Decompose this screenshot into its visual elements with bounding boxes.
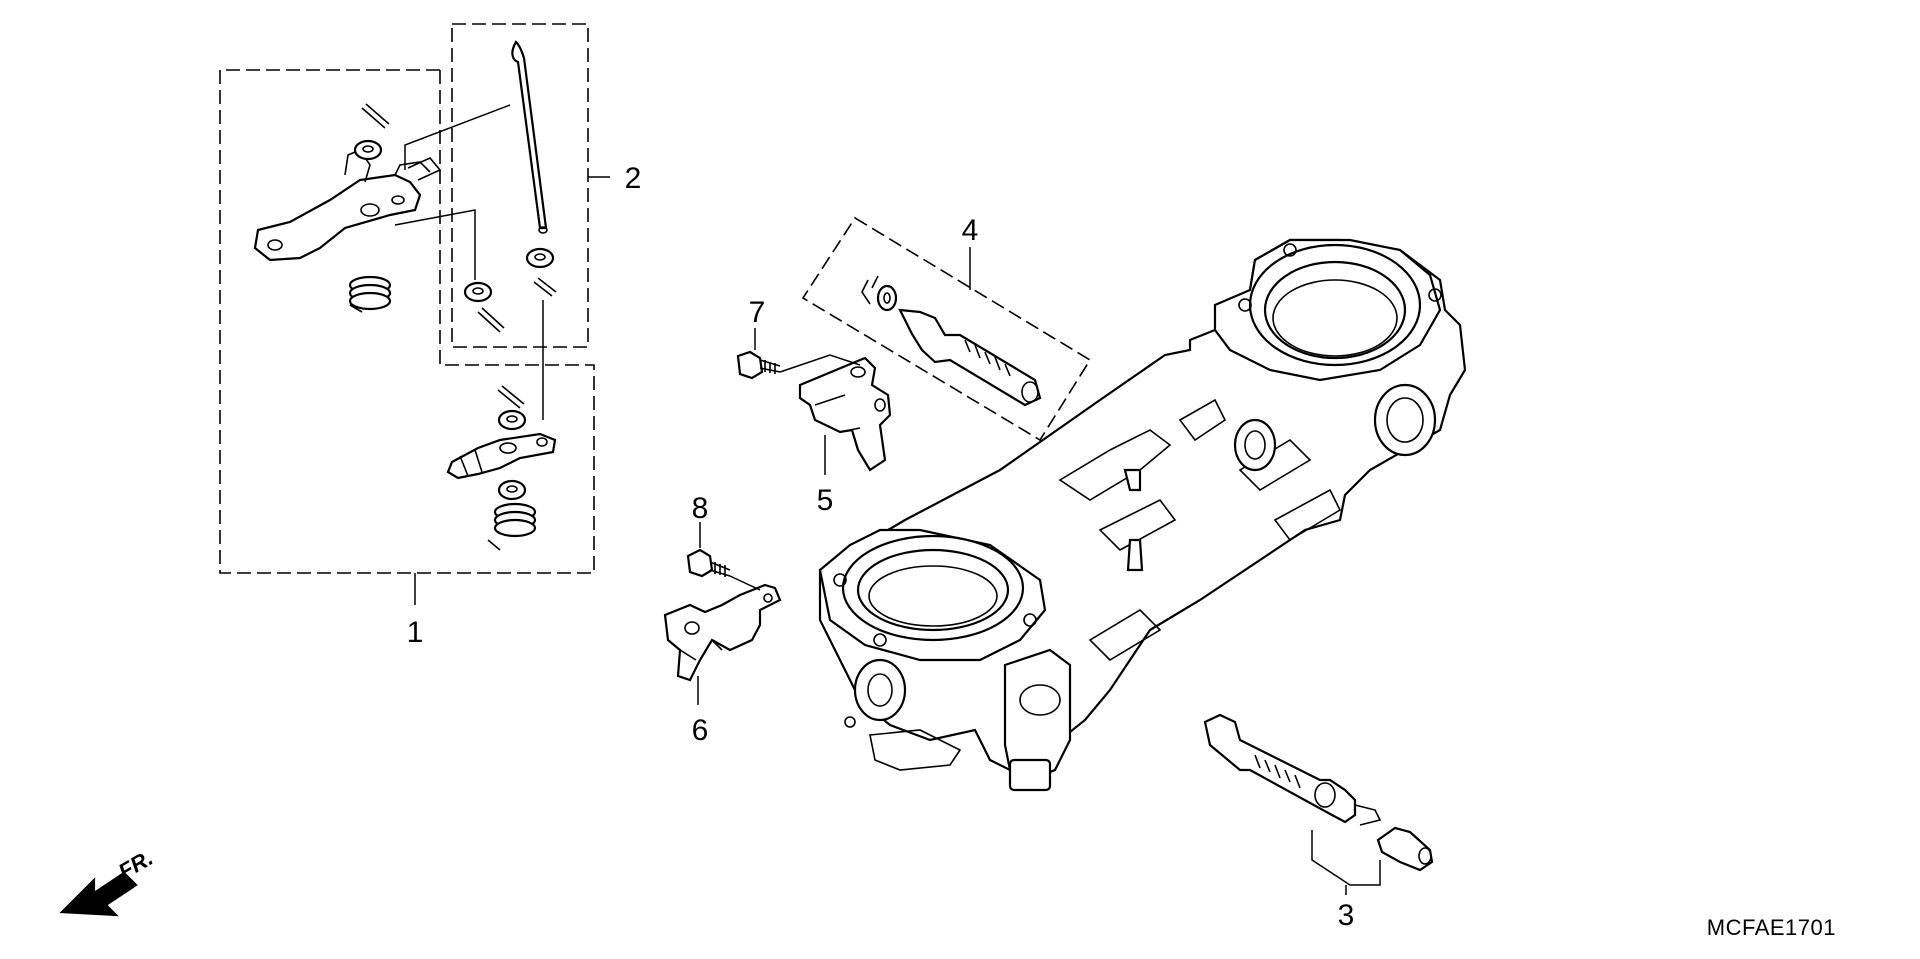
- stop-screw-spring: [861, 275, 898, 312]
- bolt-8-to-bracket-leader: [729, 575, 761, 591]
- group-1-kit-outline: [219, 69, 595, 574]
- callout-8-number: 8: [692, 492, 709, 525]
- upper-throttle-link-arm: [253, 149, 431, 262]
- upper-return-spring: [348, 275, 392, 313]
- throttle-link-rod: [511, 40, 548, 234]
- lower-throttle-link-arm: [446, 432, 557, 480]
- callout-7-number: 7: [749, 296, 766, 329]
- bolt-8: [686, 548, 731, 578]
- lower-return-spring: [487, 502, 537, 551]
- callout-6-number: 6: [692, 714, 709, 747]
- rod-washer-left: [463, 281, 493, 303]
- group-2-kit-outline: [451, 23, 589, 348]
- callout-4-number: 4: [962, 214, 979, 247]
- arm-to-washer-leader: [394, 209, 476, 280]
- air-screw: [1203, 713, 1382, 826]
- front-direction-arrow: FR.: [59, 845, 157, 917]
- throttle-body-assembly: [818, 238, 1467, 792]
- diagram-reference-code: MCFAE1701: [1706, 915, 1836, 940]
- lower-cotter-pin: [497, 385, 525, 409]
- bolt-7-to-bracket-leader: [779, 354, 861, 373]
- idle-stop-screw: [898, 308, 1042, 407]
- air-screw-kit-bracket: [1311, 830, 1381, 886]
- bracket-6: [663, 583, 782, 682]
- bolt-7: [736, 350, 781, 380]
- callout-2-number: 2: [625, 162, 642, 195]
- lower-washer-bottom: [497, 479, 527, 501]
- rod-cotter-pin-right: [533, 277, 557, 297]
- upper-washer: [353, 139, 383, 161]
- group-4-kit-outline: [801, 216, 1092, 442]
- callout-3-number: 3: [1338, 899, 1355, 932]
- lower-washer-top: [497, 409, 527, 431]
- upper-cotter-pin: [361, 103, 390, 129]
- callout-5-number: 5: [817, 484, 834, 517]
- callout-1-number: 1: [407, 616, 424, 649]
- air-screw-cap: [1376, 826, 1434, 872]
- rod-cotter-pin-left: [477, 307, 505, 333]
- rod-washer-right: [525, 247, 555, 269]
- arm-to-rod-leader: [404, 104, 511, 170]
- upper-spring-clip: [407, 157, 442, 181]
- bracket-5: [798, 356, 892, 472]
